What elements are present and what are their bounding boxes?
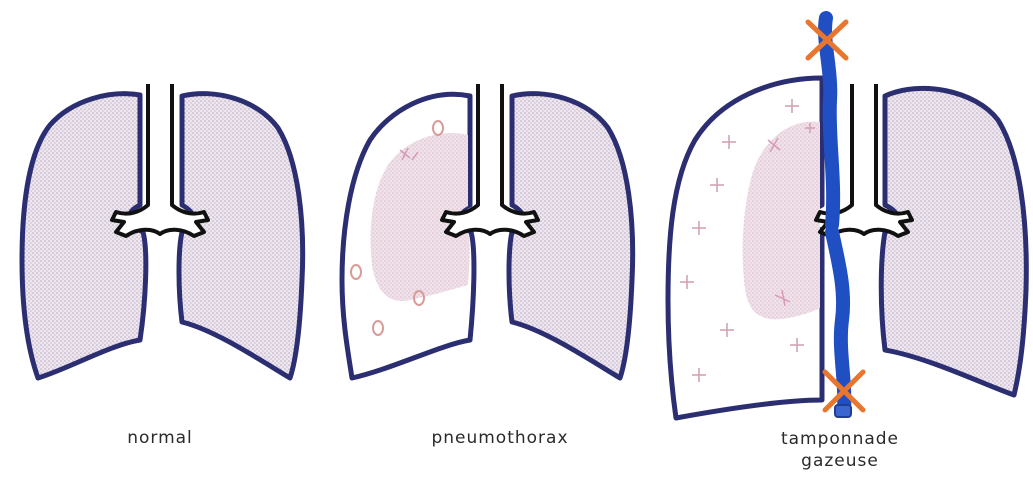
panel-normal: [22, 84, 303, 378]
caption-normal: normal: [60, 428, 260, 448]
caption-pneumothorax: pneumothorax: [380, 428, 620, 448]
panel-pneumothorax: [342, 84, 633, 378]
drain-tube-tip-icon: [835, 405, 851, 417]
panel-tamponnade: [668, 18, 1026, 418]
tamp-left-lung: [881, 88, 1026, 395]
caption-tamponnade-line1: tamponnade: [740, 428, 940, 450]
caption-tamponnade: tamponnade gazeuse: [740, 428, 940, 472]
caption-tamponnade-line2: gazeuse: [740, 450, 940, 472]
